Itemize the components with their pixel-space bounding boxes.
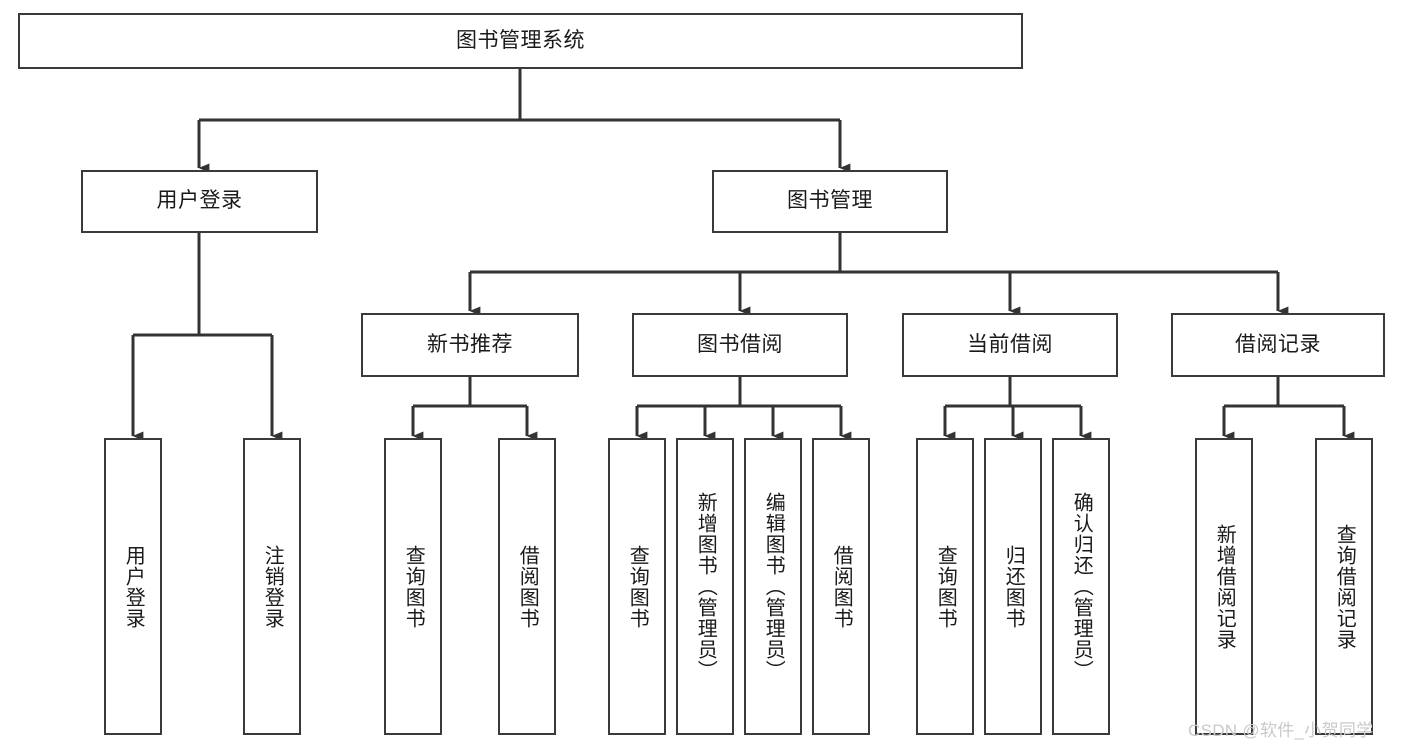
leaf-cb-return-book-label: 归还图书: [1002, 544, 1025, 629]
leaf-br-add-record[interactable]: 新增借阅记录: [1195, 438, 1253, 735]
node-book-manage[interactable]: 图书管理: [712, 170, 948, 233]
leaf-bb-borrow-book[interactable]: 借阅图书: [812, 438, 870, 735]
node-borrow-record[interactable]: 借阅记录: [1171, 313, 1385, 377]
node-current-borrow[interactable]: 当前借阅: [902, 313, 1118, 377]
leaf-br-query-record[interactable]: 查询借阅记录: [1315, 438, 1373, 735]
leaf-br-add-record-label: 新增借阅记录: [1213, 523, 1236, 650]
leaf-cb-return-book[interactable]: 归还图书: [984, 438, 1042, 735]
node-book-manage-label: 图书管理: [787, 189, 873, 213]
leaf-logout-label: 注销登录: [261, 544, 284, 629]
leaf-nb-query-book[interactable]: 查询图书: [384, 438, 442, 735]
leaf-logout[interactable]: 注销登录: [243, 438, 301, 735]
node-book-borrow-label: 图书借阅: [697, 332, 783, 356]
leaf-bb-query-book[interactable]: 查询图书: [608, 438, 666, 735]
leaf-nb-borrow-book[interactable]: 借阅图书: [498, 438, 556, 735]
leaf-nb-query-book-label: 查询图书: [402, 544, 425, 629]
node-user-login[interactable]: 用户登录: [81, 170, 318, 233]
leaf-cb-confirm-return[interactable]: 确认归还（管理员）: [1052, 438, 1110, 735]
leaf-nb-borrow-book-label: 借阅图书: [516, 544, 539, 629]
node-user-login-label: 用户登录: [156, 189, 243, 213]
leaf-cb-query-book-label: 查询图书: [934, 544, 957, 629]
leaf-bb-query-book-label: 查询图书: [626, 544, 649, 629]
leaf-bb-borrow-book-label: 借阅图书: [830, 544, 853, 629]
node-root-label: 图书管理系统: [456, 28, 585, 52]
watermark-text: CSDN @软件_小贺同学: [1188, 721, 1374, 740]
node-new-book-recommend-label: 新书推荐: [427, 332, 513, 356]
node-book-borrow[interactable]: 图书借阅: [632, 313, 848, 377]
node-root[interactable]: 图书管理系统: [18, 13, 1023, 69]
leaf-cb-confirm-return-label: 确认归还（管理员）: [1070, 492, 1093, 681]
node-new-book-recommend[interactable]: 新书推荐: [361, 313, 579, 377]
leaf-user-login-label: 用户登录: [122, 544, 145, 629]
leaf-bb-add-book-label: 新增图书（管理员）: [694, 492, 717, 681]
leaf-bb-add-book[interactable]: 新增图书（管理员）: [676, 438, 734, 735]
leaf-br-query-record-label: 查询借阅记录: [1333, 523, 1356, 650]
node-current-borrow-label: 当前借阅: [967, 332, 1053, 356]
leaf-cb-query-book[interactable]: 查询图书: [916, 438, 974, 735]
node-borrow-record-label: 借阅记录: [1235, 332, 1321, 356]
leaf-user-login[interactable]: 用户登录: [104, 438, 162, 735]
leaf-bb-edit-book[interactable]: 编辑图书（管理员）: [744, 438, 802, 735]
leaf-bb-edit-book-label: 编辑图书（管理员）: [762, 492, 785, 681]
